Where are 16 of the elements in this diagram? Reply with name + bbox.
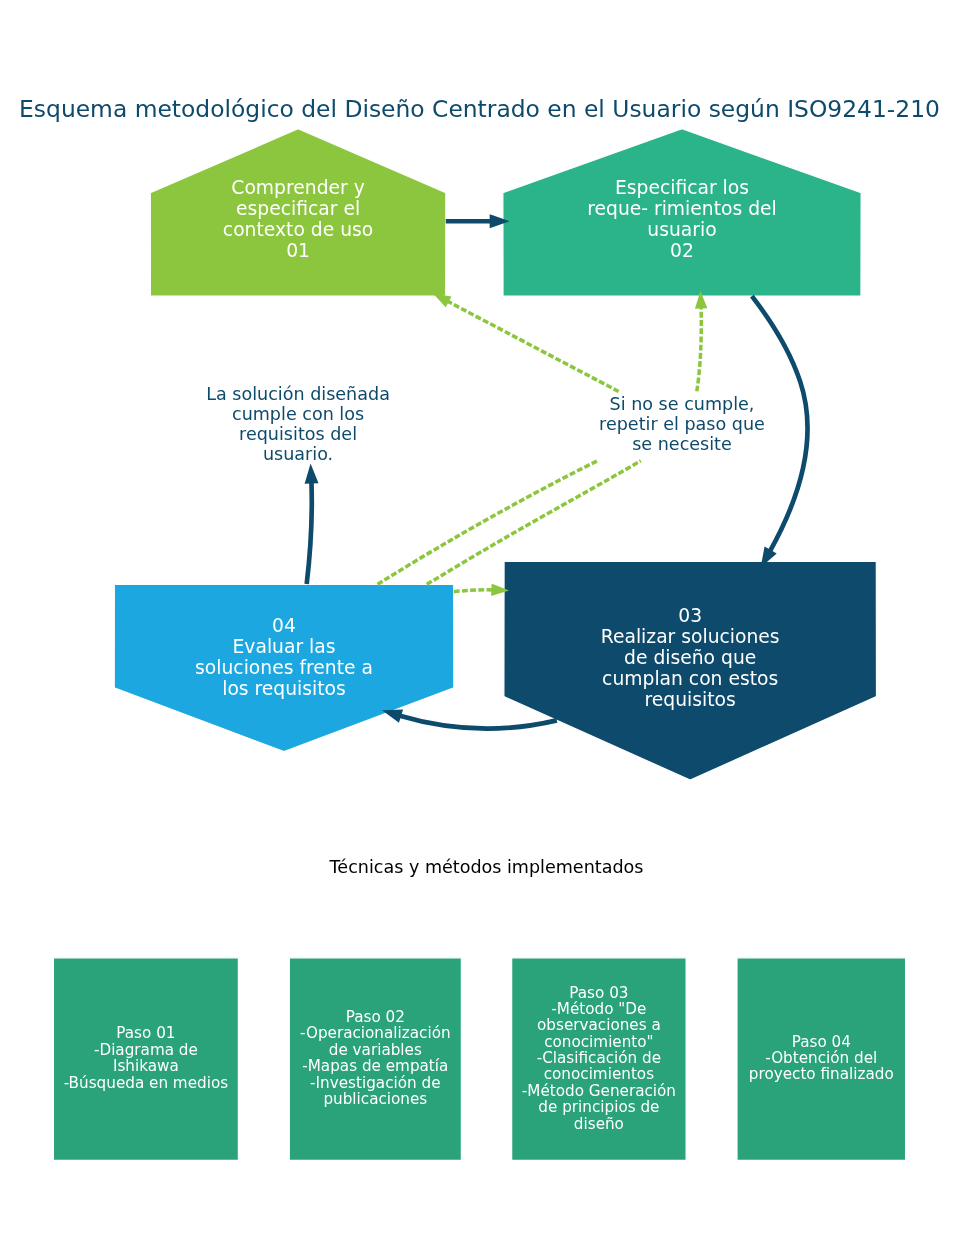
arrow bbox=[382, 708, 558, 731]
node-box: Paso 02 -Operacionalización de variables -Mapas de empatía -Investigación de publicaciones bbox=[288, 956, 462, 1161]
connector bbox=[376, 458, 599, 586]
label: Técnicas y métodos implementados bbox=[329, 856, 644, 877]
arrow bbox=[304, 463, 319, 584]
node-box: Paso 03 -Método "De observaciones a conocimiento" -Clasificación de conocimientos -Método Generación de principios de diseño bbox=[511, 956, 687, 1161]
arrow bbox=[453, 583, 509, 596]
node-text: Si no se cumple, repetir el paso que se necesite bbox=[599, 393, 765, 454]
arrow bbox=[445, 213, 510, 228]
arrow bbox=[694, 290, 708, 391]
node-box: Paso 04 -Obtención del proyecto finalizado bbox=[736, 956, 907, 1161]
node-text: La solución diseñada cumple con los requisitos del usuario. bbox=[206, 383, 390, 464]
diagram-title: Esquema metodológico del Diseño Centrado en el Usuario según ISO9241-210 bbox=[19, 94, 940, 123]
connector bbox=[425, 458, 642, 586]
arrow bbox=[433, 293, 620, 393]
node-box: Paso 01 -Diagrama de Ishikawa -Búsqueda en medios bbox=[52, 956, 239, 1161]
